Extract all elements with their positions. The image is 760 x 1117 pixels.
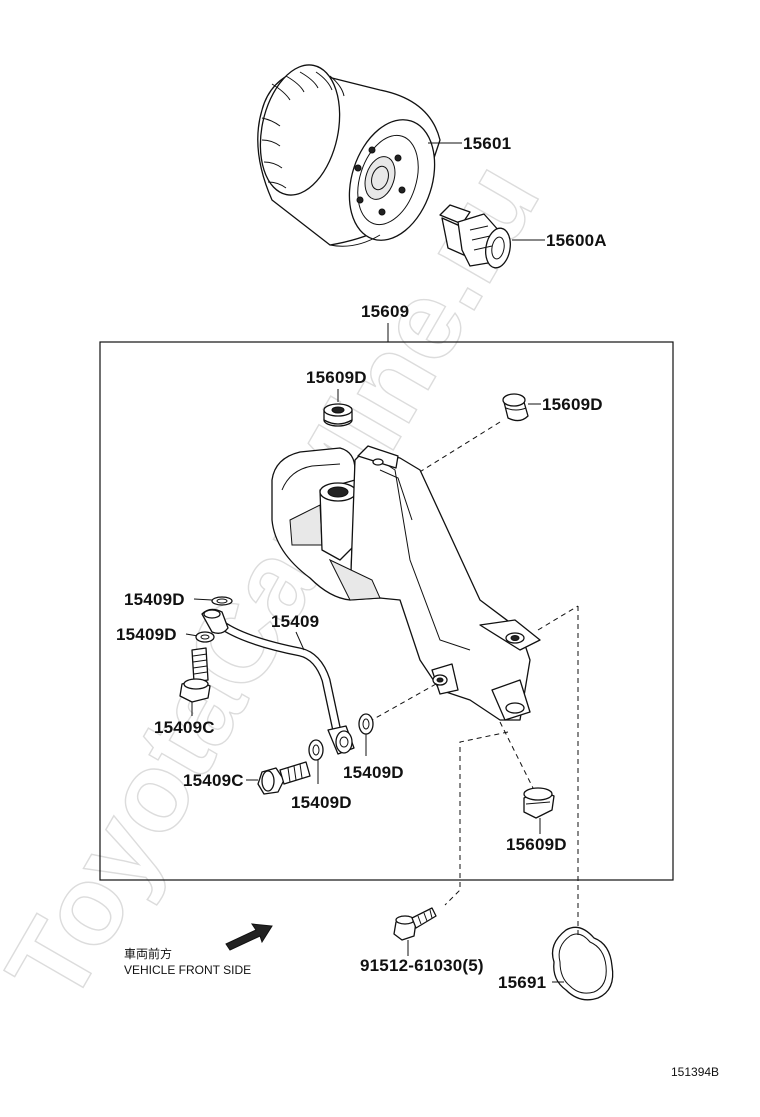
label-15609D-right[interactable]: 15609D	[542, 395, 603, 414]
o-ring-gasket-part[interactable]	[551, 926, 614, 1001]
leader-line	[193, 598, 213, 601]
direction-label-en: VEHICLE FRONT SIDE	[124, 963, 251, 977]
label-15691[interactable]: 15691	[498, 973, 546, 992]
label-91512-61030[interactable]: 91512-61030(5)	[360, 956, 484, 975]
dashed-guide	[537, 605, 579, 631]
union-bolt-lower-part[interactable]	[257, 761, 311, 795]
diagram-id: 151394B	[671, 1065, 719, 1079]
gasket-small-part[interactable]	[195, 631, 215, 643]
watermark-text: ToyotaCarMine.ru	[0, 142, 563, 1022]
union-bolt-upper-part[interactable]	[179, 647, 211, 703]
label-15609[interactable]: 15609	[361, 302, 409, 321]
plug-right-part[interactable]	[502, 393, 529, 422]
direction-label-jp: 車両前方	[124, 946, 172, 961]
oil-pipe-part[interactable]	[201, 608, 355, 755]
label-15409C-lower[interactable]: 15409C	[183, 771, 244, 790]
label-15409D-3[interactable]: 15409D	[291, 793, 352, 812]
gasket-lower-1-part[interactable]	[308, 739, 324, 761]
plug-bottom-part[interactable]	[523, 787, 555, 819]
mount-bolt-part[interactable]	[393, 907, 437, 941]
label-15409[interactable]: 15409	[271, 612, 319, 631]
assembly-frame	[99, 341, 674, 881]
dashed-guide	[371, 683, 437, 721]
plug-top-part[interactable]	[323, 403, 353, 427]
oil-filter-bracket-part[interactable]	[271, 445, 541, 721]
label-15409C-upper[interactable]: 15409C	[154, 718, 215, 737]
label-15609D-bottom[interactable]: 15609D	[506, 835, 567, 854]
dashed-guide	[444, 731, 509, 906]
leader-line	[295, 631, 305, 651]
front-direction-arrow-icon	[225, 923, 273, 951]
gasket-small-part[interactable]	[211, 596, 233, 606]
label-15409D-2[interactable]: 15409D	[116, 625, 177, 644]
gasket-lower-2-part[interactable]	[358, 713, 374, 735]
label-15409D-4[interactable]: 15409D	[343, 763, 404, 782]
oil-filter-part[interactable]	[249, 58, 449, 252]
label-15409D-1[interactable]: 15409D	[124, 590, 185, 609]
label-15601[interactable]: 15601	[463, 134, 511, 153]
union-bolt-part[interactable]	[439, 204, 513, 270]
label-15609D-top[interactable]: 15609D	[306, 368, 367, 387]
dashed-guide	[499, 721, 535, 791]
label-15600A[interactable]: 15600A	[546, 231, 607, 250]
